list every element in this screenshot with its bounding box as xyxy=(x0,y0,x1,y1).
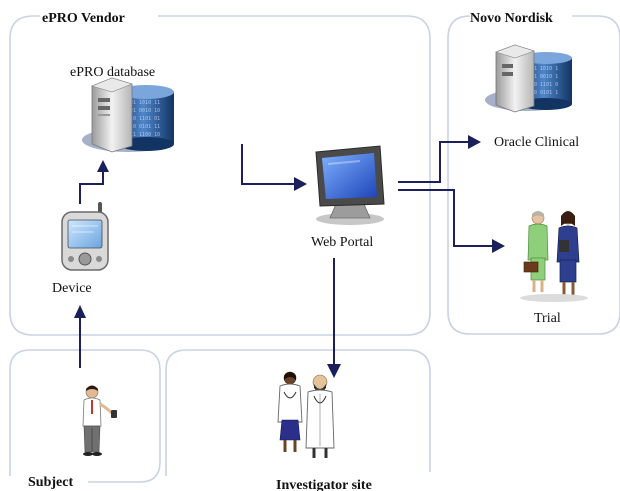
subject-group-box: Subject xyxy=(9,349,161,490)
investigator-group-label: Investigator site xyxy=(276,478,372,491)
trial-people-icon xyxy=(520,211,588,302)
device-label: Device xyxy=(52,281,92,296)
svg-text:1010 0101 1: 1010 0101 1 xyxy=(525,90,558,96)
svg-text:1010 0101 11: 1010 0101 11 xyxy=(124,124,160,130)
arrow-portal-to-investigator xyxy=(327,258,341,378)
svg-text:0011 1100 10: 0011 1100 10 xyxy=(124,132,160,138)
web-portal-monitor-icon xyxy=(315,145,385,225)
epro-database-label: ePRO database xyxy=(70,65,155,80)
arrow-database-to-portal xyxy=(241,144,307,191)
svg-text:0101 1010 1: 0101 1010 1 xyxy=(525,66,558,72)
web-portal-label: Web Portal xyxy=(311,235,373,250)
pda-device-icon xyxy=(61,202,109,271)
trial-label: Trial xyxy=(534,311,561,326)
arrow-portal-to-oracle xyxy=(398,135,481,183)
svg-text:0101 1010 11: 0101 1010 11 xyxy=(124,100,160,106)
vendor-group-box: ePRO Vendor xyxy=(9,11,431,336)
subject-group-label: Subject xyxy=(28,475,73,490)
oracle-clinical-label: Oracle Clinical xyxy=(494,135,579,150)
novo-group-label: Novo Nordisk xyxy=(470,11,553,26)
arrow-device-to-database xyxy=(79,160,109,204)
arrow-portal-to-trial xyxy=(398,189,505,253)
oracle-database-server-icon: 0101 1010 1 1101 0010 1 0110 1101 0 1010… xyxy=(485,44,572,113)
subject-person-icon xyxy=(82,385,117,456)
investigator-group-box: Investigator site xyxy=(165,349,431,491)
epro-database-server-icon: 0101 1010 11 1101 0010 10 0110 1101 01 1… xyxy=(82,77,174,153)
vendor-group-label: ePRO Vendor xyxy=(42,11,125,26)
svg-text:1101 0010 10: 1101 0010 10 xyxy=(124,108,160,114)
arrow-subject-to-device xyxy=(74,305,86,368)
investigator-doctors-icon xyxy=(277,371,335,458)
svg-text:1101 0010 1: 1101 0010 1 xyxy=(525,74,558,80)
svg-text:0110 1101 01: 0110 1101 01 xyxy=(124,116,160,122)
svg-text:0110 1101 0: 0110 1101 0 xyxy=(525,82,558,88)
novo-group-box: Novo Nordisk xyxy=(447,11,620,335)
